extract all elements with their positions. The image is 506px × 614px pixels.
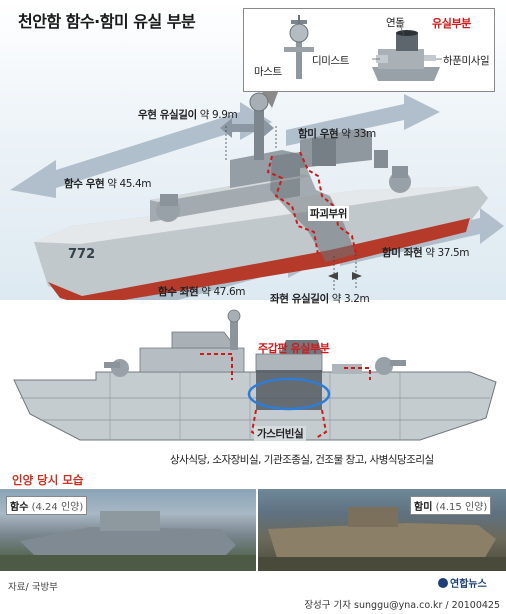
bow-photo-name: 함수 bbox=[10, 502, 29, 513]
stern-right-label: 함미 우현 약 33m bbox=[298, 126, 376, 141]
bow-photo-image bbox=[0, 511, 256, 571]
salvage-photos-title: 인양 당시 모습 bbox=[12, 473, 84, 487]
harpoon-label: 하푼미사일 bbox=[443, 55, 490, 67]
gas-turbine-room-label: 가스터빈실 bbox=[254, 426, 307, 441]
lost-parts-drawing bbox=[284, 15, 442, 81]
demister-label: 디미스트 bbox=[312, 55, 350, 67]
stern-photo: 함미 (4.15 인양) bbox=[258, 489, 506, 571]
funnel-label: 연돌 bbox=[386, 17, 405, 29]
damage-area-label: 파괴부위 bbox=[308, 206, 350, 221]
bow-photo-label: 함수 (4.24 인양) bbox=[6, 496, 88, 515]
rooms-caption: 상사식당, 소자장비실, 기관조종실, 건조물 창고, 사병식당조리실 bbox=[170, 454, 434, 466]
left-lost-name: 좌현 유실길이 bbox=[270, 293, 329, 305]
ship-superstructure bbox=[150, 92, 411, 222]
left-lost-arrowhead-1 bbox=[328, 272, 338, 280]
left-lost-value: 약 3.2m bbox=[331, 293, 370, 305]
bow-left-label: 함수 좌현 약 47.6m bbox=[158, 284, 245, 299]
lost-deck-region bbox=[256, 370, 322, 410]
right-lost-length-label: 우현 유실길이 약 9.9m bbox=[138, 107, 238, 122]
stern-right-value: 약 33m bbox=[341, 128, 376, 140]
mast-part bbox=[284, 15, 314, 79]
stern-photo-name: 함미 bbox=[414, 502, 433, 513]
bow-right-label: 함수 우현 약 45.4m bbox=[64, 176, 151, 191]
lost-parts-inset: 유실부분 마스트 디미스트 연돌 하푼미사일 bbox=[243, 8, 495, 92]
funnel-leader bbox=[399, 24, 405, 36]
side-superstructure bbox=[104, 309, 406, 377]
hull-number: 772 bbox=[68, 247, 95, 262]
bow-right-arrow bbox=[10, 102, 272, 198]
stern-left-value: 약 37.5m bbox=[425, 247, 470, 259]
stern-left-name: 함미 좌현 bbox=[382, 247, 423, 259]
bow-right-value: 약 45.4m bbox=[107, 178, 152, 190]
side-hull bbox=[13, 371, 497, 441]
page-title: 천안함 함수·함미 유실 부분 bbox=[18, 12, 196, 31]
stern-photo-image bbox=[258, 507, 506, 571]
bow-photo-date: (4.24 인양) bbox=[31, 502, 84, 513]
right-lost-value: 약 9.9m bbox=[199, 109, 238, 121]
mast-label: 마스트 bbox=[254, 66, 282, 78]
right-lost-name: 우현 유실길이 bbox=[138, 109, 197, 121]
left-lost-arrowhead-2 bbox=[352, 272, 362, 280]
brand-icon bbox=[438, 578, 448, 588]
bow-right-name: 함수 우현 bbox=[64, 178, 105, 190]
ship-side-view-diagram bbox=[13, 309, 497, 441]
bow-left-value: 약 47.6m bbox=[201, 286, 246, 298]
brand-logo: 연합뉴스 bbox=[438, 575, 487, 590]
salvage-photos: 함수 (4.24 인양) 함미 (4.15 인양) bbox=[0, 489, 506, 571]
bow-left-name: 함수 좌현 bbox=[158, 286, 199, 298]
right-lost-arrow bbox=[220, 118, 274, 138]
ship-hull: 772 bbox=[34, 186, 488, 300]
stern-left-label: 함미 좌현 약 37.5m bbox=[382, 245, 469, 260]
stern-photo-label: 함미 (4.15 인양) bbox=[410, 496, 492, 515]
source-note: 자료/ 국방부 bbox=[8, 582, 58, 593]
brand-name: 연합뉴스 bbox=[450, 579, 487, 590]
stern-right-name: 함미 우현 bbox=[298, 128, 339, 140]
reporter-credit: 장성구 기자 sunggu@yna.co.kr / 20100425 bbox=[304, 600, 500, 611]
inset-heading: 유실부분 bbox=[432, 17, 471, 30]
stern-photo-date: (4.15 인양) bbox=[435, 502, 488, 513]
funnel-harpoon-part bbox=[372, 30, 440, 81]
bow-photo: 함수 (4.24 인양) bbox=[0, 489, 256, 571]
left-lost-length-label: 좌현 유실길이 약 3.2m bbox=[270, 291, 370, 306]
stern-right-arrow bbox=[286, 94, 440, 146]
main-deck-highlight bbox=[247, 377, 331, 411]
main-deck-lost-label: 주갑판 유실부분 bbox=[258, 342, 330, 355]
